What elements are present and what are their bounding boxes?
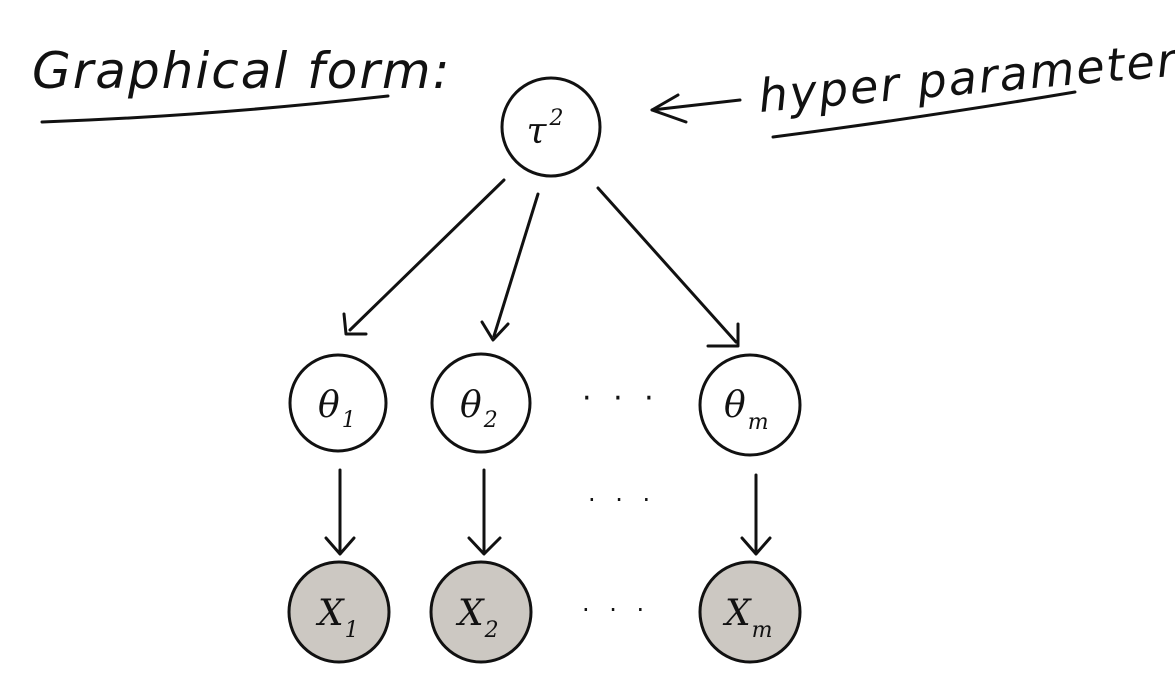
svg-text:τ2: τ2 (527, 106, 564, 152)
heading-underline (40, 94, 390, 124)
node-theta-1: θ1 (288, 353, 388, 453)
node-tau-symbol: τ (527, 111, 548, 152)
heading-text: Graphical form: (32, 42, 451, 100)
annotation-underline (771, 90, 1077, 139)
edge-tau-thetam (596, 186, 740, 348)
svg-text:θ2: θ2 (460, 385, 498, 433)
ellipsis-arrow-row: · · · (588, 486, 656, 514)
node-theta-2: θ2 (430, 352, 532, 454)
edge-tau-theta2 (480, 192, 540, 342)
node-theta1-symbol: θ (318, 385, 340, 426)
edge-theta2-x2 (467, 468, 502, 556)
svg-text:X1: X1 (315, 593, 359, 643)
node-thetam-symbol: θ (724, 385, 746, 426)
node-tau-sup: 2 (548, 106, 563, 131)
edge-thetam-xm (740, 473, 772, 556)
svg-text:θm: θm (724, 385, 769, 435)
node-theta-m: θm (698, 353, 802, 457)
ellipsis-x-row: · · · (582, 596, 650, 624)
node-x2-symbol: X (455, 593, 485, 634)
node-x-1: X1 (287, 560, 391, 664)
node-x1-symbol: X (315, 593, 345, 634)
svg-text:Xm: Xm (722, 593, 773, 643)
edge-theta1-x1 (324, 468, 356, 556)
svg-text:X2: X2 (455, 593, 499, 643)
edge-tau-theta1 (342, 178, 506, 336)
node-x-2: X2 (429, 560, 533, 664)
node-xm-sub: m (752, 618, 773, 643)
node-theta2-sub: 2 (483, 408, 498, 433)
heading: Graphical form: (32, 42, 451, 124)
ellipsis-theta-row: · · · (582, 381, 660, 416)
annotation: hyper parameters (650, 30, 1175, 139)
svg-text:θ1: θ1 (318, 385, 356, 433)
node-x2-sub: 2 (484, 618, 499, 643)
node-theta1-sub: 1 (342, 408, 356, 433)
node-xm-symbol: X (722, 593, 752, 634)
node-theta2-symbol: θ (460, 385, 482, 426)
node-thetam-sub: m (748, 410, 769, 435)
edges (324, 178, 772, 556)
annotation-arrow (650, 93, 742, 124)
node-x-m: Xm (698, 560, 802, 664)
node-x1-sub: 1 (345, 618, 359, 643)
